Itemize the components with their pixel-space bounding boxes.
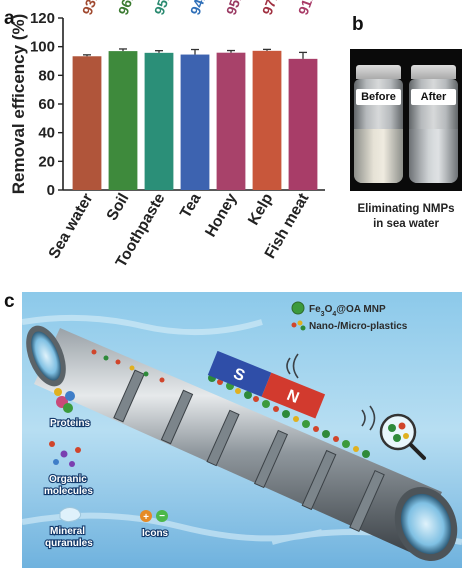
data-label: 91.5% <box>295 0 324 17</box>
data-label: 97.1% <box>259 0 288 17</box>
ions-icon: + − <box>140 510 168 523</box>
after-jar: After <box>409 65 458 185</box>
category-label: Kelp <box>245 191 277 229</box>
y-tick-label: 120 <box>30 10 55 27</box>
y-axis-title: Removal efficency (%) <box>9 14 28 194</box>
before-jar: Before <box>354 65 403 185</box>
mnp-legend-icon <box>291 301 305 315</box>
bar <box>108 51 138 190</box>
pipe-outlet-water <box>400 493 452 555</box>
y-tick-label: 60 <box>38 96 55 113</box>
bar <box>216 52 246 190</box>
category-label: Honey <box>202 190 241 240</box>
bar <box>252 50 282 190</box>
data-label: 95.8% <box>223 0 252 17</box>
y-tick-label: 0 <box>47 182 55 199</box>
magnet: S N <box>207 350 326 419</box>
y-tick-label: 80 <box>38 67 55 84</box>
magnetic-field-lines <box>286 353 376 431</box>
y-axis-label: Removal efficency (%) <box>9 14 28 194</box>
y-tick-label: 100 <box>30 39 55 56</box>
legend-plastics: Nano-/Micro-plastics <box>309 321 408 332</box>
pipeline-illustration: S N Fe3O4@OA MNP Nano-/Micro-plastics Pr… <box>22 292 462 568</box>
before-label: Before <box>356 89 401 105</box>
proteins-label: Proteins <box>50 418 90 429</box>
before-after-photo: Before After <box>350 49 462 191</box>
jar-lid <box>411 65 456 79</box>
bar <box>288 58 318 190</box>
mineral-label-line2: quranules <box>45 538 93 549</box>
plastics-legend-icon <box>291 320 306 331</box>
svg-text:+: + <box>143 512 149 523</box>
captured-particles <box>91 349 370 458</box>
caption-line-1: Eliminating NMPs <box>357 203 455 215</box>
bar-chart: Removal efficency (%) 0 20 40 60 80 100 120 93.… <box>9 0 325 270</box>
data-label: 95.7% <box>151 0 180 17</box>
category-label: Tea <box>177 190 205 221</box>
proteins-icon <box>54 388 75 413</box>
legend: Fe3O4@OA MNP Nano-/Micro-plastics <box>291 301 408 332</box>
organic-label-line2: molecules <box>44 486 93 497</box>
panel-label-c: c <box>4 291 15 312</box>
data-label: 94.5% <box>187 0 216 17</box>
jar-lid <box>356 65 401 79</box>
y-tick-label: 20 <box>38 153 55 170</box>
data-label: 93.3% <box>79 0 108 17</box>
mineral-label-line1: Mineral <box>50 526 85 537</box>
organic-molecules-icon <box>49 441 81 467</box>
plot-area: 0 20 40 60 80 100 120 93.3% Sea water 96.9% Soil 95… <box>30 0 325 270</box>
panel-label-b: b <box>352 14 364 35</box>
bar <box>144 52 174 190</box>
clear-water <box>409 129 458 183</box>
magnifier <box>379 413 426 460</box>
pipe <box>26 325 458 561</box>
category-label: Soil <box>104 191 133 224</box>
y-tick-label: 40 <box>38 125 55 142</box>
legend-mnp: Fe3O4@OA MNP <box>309 304 386 318</box>
caption-line-2: in sea water <box>373 218 439 230</box>
cloudy-water <box>354 129 403 183</box>
ions-label: Icons <box>142 528 169 539</box>
svg-text:−: − <box>159 511 165 522</box>
panel-label-a: a <box>4 8 15 29</box>
bar <box>72 56 102 190</box>
data-label: 96.9% <box>115 0 144 17</box>
mineral-granule-icon <box>59 506 82 523</box>
after-label: After <box>411 89 456 105</box>
organic-label-line1: Organic <box>49 474 87 485</box>
pipe-rings <box>113 369 385 533</box>
category-label: Sea water <box>46 191 97 262</box>
bar <box>180 54 210 190</box>
